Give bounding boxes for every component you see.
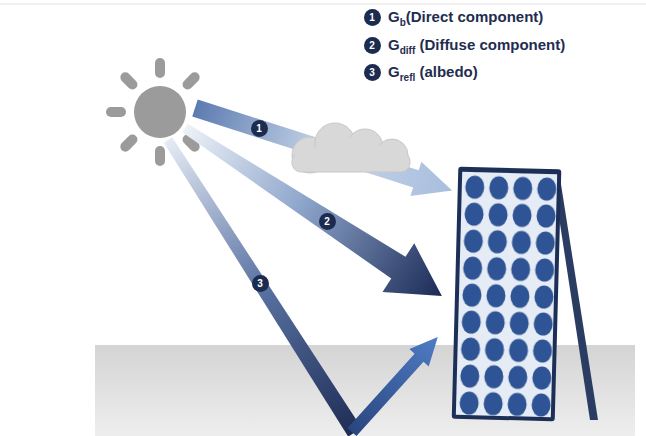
legend-text: Gb(Direct component) (388, 8, 543, 28)
albedo-reflected-arrow (342, 328, 447, 436)
callout-number: 2 (319, 213, 336, 230)
legend-text: Grefl (albedo) (388, 63, 478, 83)
callout-number: 1 (251, 120, 268, 137)
solar-panel (452, 167, 562, 422)
callout-number: 3 (252, 275, 269, 292)
cloud (292, 123, 410, 173)
direct-arrow (189, 91, 457, 208)
cloud-fill (295, 129, 407, 170)
top-rule (0, 4, 646, 5)
callout-number: 1 (364, 9, 381, 26)
legend-text: Gdiff (Diffuse component) (388, 36, 565, 56)
callout-number: 2 (364, 37, 381, 54)
callout-number: 3 (364, 64, 381, 81)
albedo-incident-ray (161, 136, 361, 436)
